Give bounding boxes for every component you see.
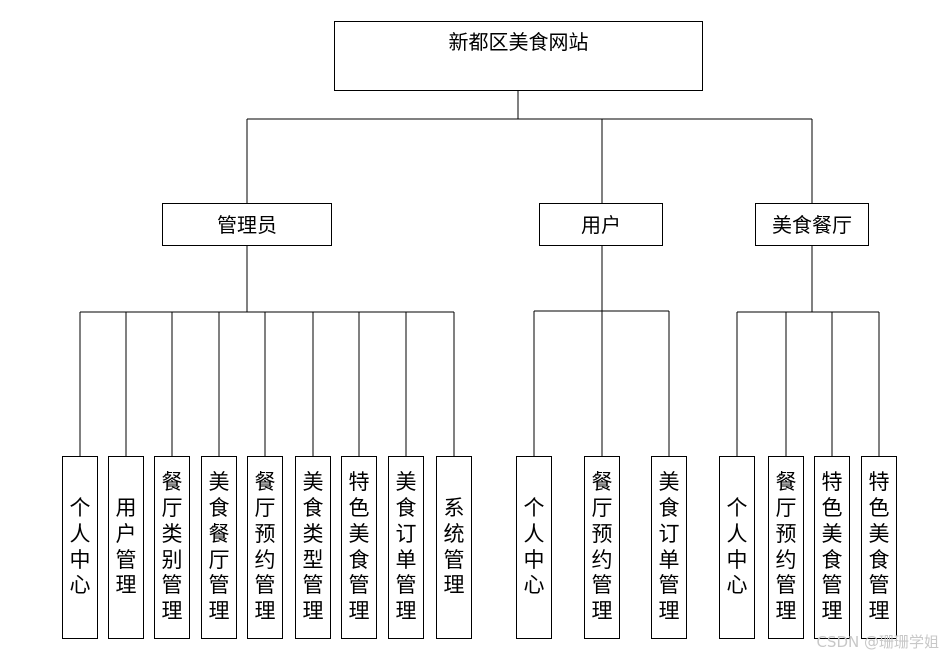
leaf-admin-personal-center: 个人中心 [62, 456, 98, 639]
leaf-label: 用户管理 [115, 495, 137, 598]
leaf-user-personal-center: 个人中心 [516, 456, 552, 639]
leaf-admin-food-restaurant-management: 美食餐厅管理 [201, 456, 237, 639]
leaf-admin-user-management: 用户管理 [108, 456, 144, 639]
leaf-label: 美食类型管理 [302, 470, 324, 624]
leaf-label: 餐厅预约管理 [775, 470, 797, 624]
root-node-website: 新都区美食网站 [334, 21, 703, 91]
root-title: 新都区美食网站 [448, 30, 589, 54]
leaf-restaurant-reservation-management: 餐厅预约管理 [768, 456, 804, 639]
role-node-user: 用户 [539, 203, 663, 246]
leaf-label: 个人中心 [726, 495, 748, 598]
leaf-label: 美食订单管理 [658, 470, 680, 624]
role-node-restaurant: 美食餐厅 [755, 203, 869, 246]
watermark: CSDN @珊珊学姐 [816, 633, 939, 651]
leaf-user-food-order-management: 美食订单管理 [651, 456, 687, 639]
leaf-label: 餐厅预约管理 [254, 470, 276, 624]
leaf-label: 个人中心 [523, 495, 545, 598]
leaf-admin-food-type-management: 美食类型管理 [295, 456, 331, 639]
leaf-label: 特色美食管理 [868, 470, 890, 624]
role-label: 用户 [581, 212, 621, 237]
leaf-restaurant-specialty-food-management: 特色美食管理 [814, 456, 850, 639]
role-label: 管理员 [217, 212, 277, 237]
leaf-label: 美食餐厅管理 [208, 470, 230, 624]
leaf-label: 系统管理 [443, 495, 465, 598]
leaf-label: 美食订单管理 [395, 470, 417, 624]
leaf-admin-food-order-management: 美食订单管理 [388, 456, 424, 639]
leaf-admin-restaurant-category-management: 餐厅类别管理 [154, 456, 190, 639]
leaf-user-reservation-management: 餐厅预约管理 [584, 456, 620, 639]
leaf-admin-specialty-food-management: 特色美食管理 [341, 456, 377, 639]
role-node-admin: 管理员 [162, 203, 332, 246]
role-label: 美食餐厅 [772, 212, 852, 237]
leaf-label: 特色美食管理 [821, 470, 843, 624]
leaf-label: 特色美食管理 [348, 470, 370, 624]
leaf-restaurant-specialty-food-management-2: 特色美食管理 [861, 456, 897, 639]
leaf-label: 餐厅类别管理 [161, 470, 183, 624]
leaf-admin-system-management: 系统管理 [436, 456, 472, 639]
leaf-label: 餐厅预约管理 [591, 470, 613, 624]
leaf-restaurant-personal-center: 个人中心 [719, 456, 755, 639]
leaf-label: 个人中心 [69, 495, 91, 598]
leaf-admin-reservation-management: 餐厅预约管理 [247, 456, 283, 639]
